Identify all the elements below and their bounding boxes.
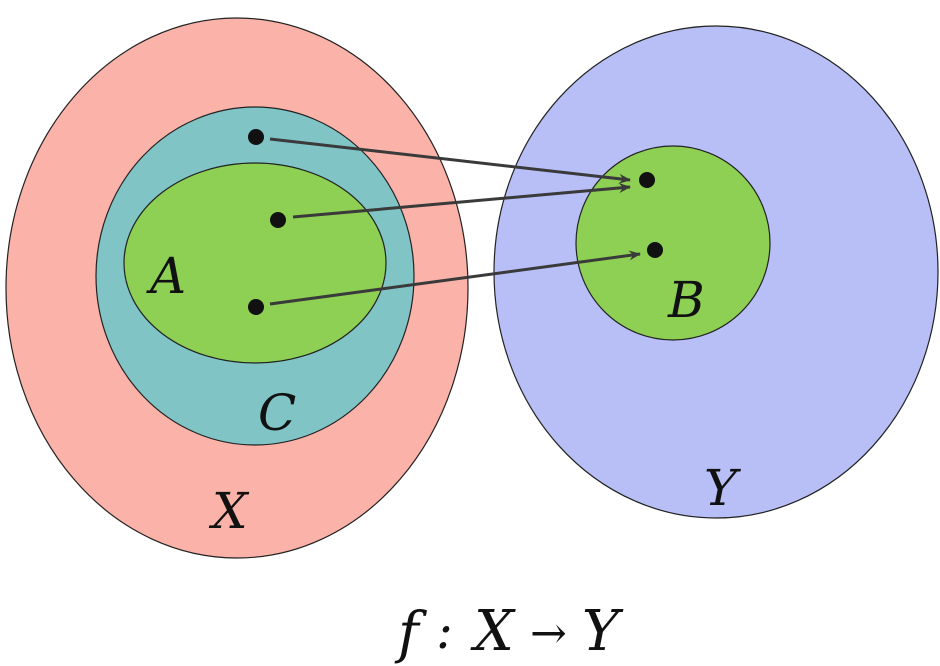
set-b: [575, 145, 771, 341]
caption-arrow: →: [530, 608, 567, 659]
set-a: [123, 162, 387, 364]
point: [248, 129, 264, 145]
mapping-arrow: [269, 250, 641, 306]
label-a: A: [146, 247, 186, 305]
point: [639, 172, 655, 188]
label-b: B: [667, 271, 705, 329]
point: [248, 299, 264, 315]
label-x: X: [208, 482, 250, 540]
caption-colon: :: [436, 602, 453, 660]
caption-f: f: [394, 601, 428, 666]
point: [647, 242, 663, 258]
function-caption: f : X → Y: [394, 599, 624, 666]
label-y: Y: [704, 459, 741, 517]
point: [270, 212, 286, 228]
label-c: C: [258, 384, 296, 442]
mapping-arrow: [269, 137, 631, 184]
caption-x: X: [470, 599, 516, 664]
mapping-arrow: [292, 182, 631, 219]
caption-y: Y: [582, 599, 624, 664]
